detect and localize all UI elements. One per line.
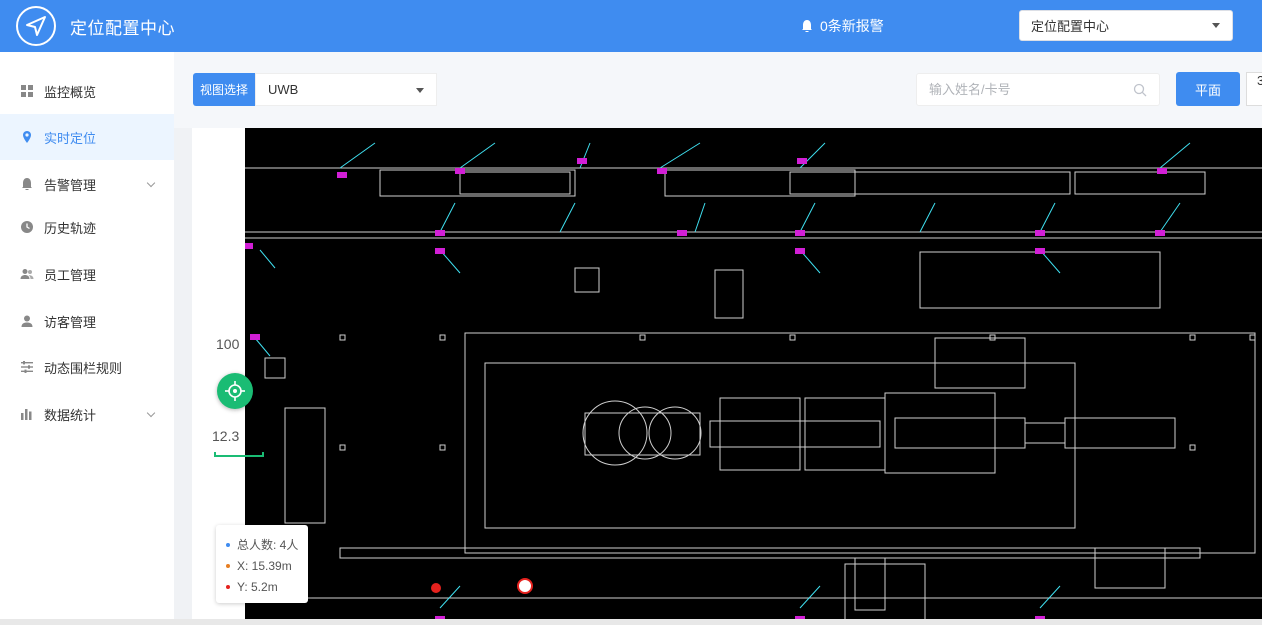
- sidebar-item-alarm-management[interactable]: 告警管理: [0, 161, 174, 207]
- clock-icon: [21, 221, 33, 233]
- sidebar-item-label: 动态围栏规则: [44, 360, 123, 376]
- total-count: 总人数: 4人: [237, 538, 299, 552]
- sidebar-item-label: 访客管理: [44, 314, 97, 330]
- navigation-arrow-icon: [16, 6, 56, 46]
- view-select-value: UWB: [268, 82, 299, 97]
- search-icon[interactable]: [1133, 83, 1147, 97]
- cad-floor-plan-map[interactable]: [245, 128, 1262, 620]
- view-select[interactable]: UWB: [255, 73, 437, 106]
- sidebar-item-data-statistics[interactable]: 数据统计: [0, 391, 174, 437]
- alarm-text: 0条新报警: [820, 18, 884, 34]
- scale-bar: [214, 452, 264, 457]
- bell-icon: [22, 178, 32, 190]
- sidebar-item-label: 实时定位: [44, 130, 97, 146]
- config-center-select[interactable]: 定位配置中心: [1019, 10, 1233, 41]
- status-bar: [0, 619, 1262, 625]
- total-count-row: 总人数: 4人: [226, 534, 308, 555]
- plane-view-button[interactable]: 平面: [1176, 72, 1240, 106]
- search-box: [916, 73, 1160, 106]
- users-icon: [20, 269, 34, 279]
- person-marker-icon[interactable]: [517, 578, 533, 594]
- alarm-indicator[interactable]: 0条新报警: [800, 16, 884, 36]
- zoom-scale-bottom: 12.3: [212, 428, 240, 444]
- list-rules-icon: [21, 361, 33, 373]
- name-card-search-input[interactable]: [917, 74, 1117, 105]
- chevron-down-icon: [146, 178, 156, 188]
- person-location-dot[interactable]: [431, 583, 441, 593]
- grid-icon: [21, 85, 33, 97]
- sidebar-item-staff-management[interactable]: 员工管理: [0, 251, 174, 297]
- top-header: 定位配置中心 0条新报警 定位配置中心: [0, 0, 1262, 52]
- sidebar-item-realtime-location[interactable]: 实时定位: [0, 114, 174, 160]
- location-pin-icon: [23, 131, 31, 143]
- sidebar-item-visitor-management[interactable]: 访客管理: [0, 298, 174, 344]
- view-select-label: 视图选择: [193, 73, 255, 106]
- chevron-down-icon: [146, 408, 156, 418]
- sidebar-item-monitor-overview[interactable]: 监控概览: [0, 68, 174, 114]
- zoom-scale-top: 100: [216, 336, 240, 352]
- x-coordinate: X: 15.39m: [237, 558, 292, 573]
- sidebar-item-history-track[interactable]: 历史轨迹: [0, 204, 174, 250]
- y-coordinate: Y: 5.2m: [237, 579, 278, 594]
- legend-dot: [226, 563, 230, 568]
- crosshair-icon: [225, 381, 245, 401]
- config-center-select-value: 定位配置中心: [1031, 19, 1110, 34]
- user-icon: [21, 315, 33, 327]
- map-toolbar: 视图选择 UWB 平面 3: [174, 52, 1262, 128]
- caret-down-icon: [416, 88, 424, 93]
- personnel-info-card: 总人数: 4人 X: 15.39m Y: 5.2m: [216, 525, 308, 603]
- bell-icon: [802, 20, 812, 32]
- legend-dot: [226, 542, 230, 547]
- locate-button[interactable]: [217, 373, 253, 409]
- 3d-view-button[interactable]: 3: [1246, 72, 1262, 106]
- sidebar-item-label: 监控概览: [44, 84, 97, 100]
- sidebar-item-label: 告警管理: [44, 177, 97, 193]
- sidebar-item-label: 员工管理: [44, 267, 97, 283]
- sidebar-item-label: 历史轨迹: [44, 220, 97, 236]
- cad-drawing: [245, 142, 1262, 620]
- sidebar: 监控概览 实时定位 告警管理 历史轨迹 员工管理 访客管理 动态围栏规则 数据统…: [0, 52, 174, 625]
- app-title: 定位配置中心: [70, 19, 175, 38]
- legend-dot: [226, 584, 230, 589]
- caret-down-icon: [1212, 23, 1220, 28]
- bar-chart-icon: [21, 409, 32, 420]
- sidebar-item-dynamic-fence-rules[interactable]: 动态围栏规则: [0, 344, 174, 390]
- y-coordinate-row: Y: 5.2m: [226, 576, 308, 597]
- sidebar-item-label: 数据统计: [44, 407, 97, 423]
- x-coordinate-row: X: 15.39m: [226, 555, 308, 576]
